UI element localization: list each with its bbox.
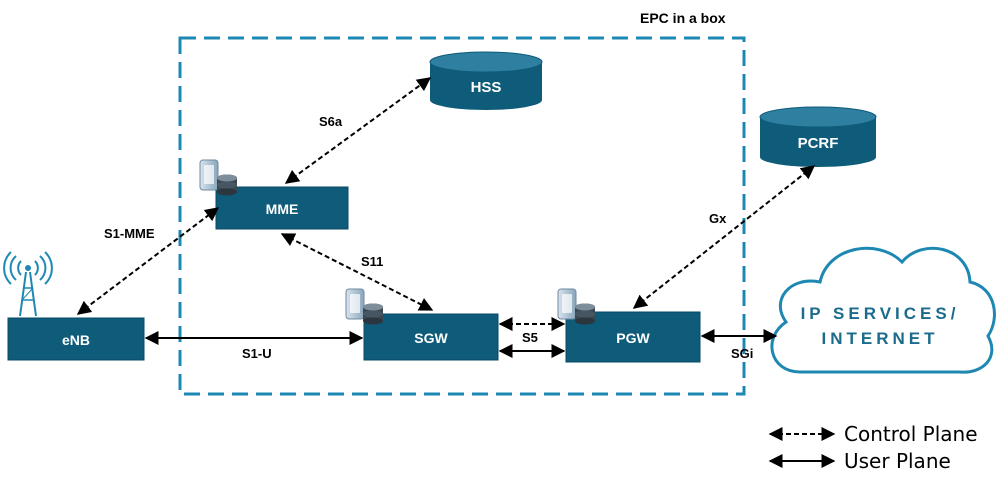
hss-label: HSS [471,79,502,96]
internet-label-line2: INTERNET [822,329,939,348]
container-title: EPC in a box [640,10,726,26]
s11-link [280,233,434,311]
server-icon [345,288,384,325]
s1-mme-link [76,207,220,315]
sgw-label: SGW [414,330,448,346]
s1-u-label: S1-U [242,346,272,361]
s5-label: S5 [522,330,538,345]
gx-link [632,165,816,309]
s6a-link [284,77,432,184]
mme-label: MME [266,201,299,217]
internet-cloud[interactable]: IP SERVICES/ INTERNET [770,246,996,374]
server-icon [557,288,596,325]
s1-mme-label: S1-MME [104,226,155,241]
enb-node[interactable]: eNB [7,317,145,361]
tower-icon [3,251,53,317]
pgw-node[interactable]: PGW [565,311,701,363]
sgw-node[interactable]: SGW [363,313,499,361]
pcrf-node[interactable]: PCRF [759,106,877,167]
legend-user-label: User Plane [844,449,951,473]
legend: Control Plane User Plane [768,422,978,473]
hss-node[interactable]: HSS [429,51,543,110]
internet-label-line1: IP SERVICES/ [801,304,960,323]
server-icon [199,159,238,196]
s6a-label: S6a [319,114,343,129]
pcrf-label: PCRF [798,135,839,152]
mme-node[interactable]: MME [215,186,349,230]
pgw-label: PGW [616,330,650,346]
s11-label: S11 [361,254,383,269]
gx-label: Gx [709,211,727,226]
enb-label: eNB [62,332,90,348]
sgi-label: SGi [731,346,753,361]
legend-control-label: Control Plane [844,422,978,446]
